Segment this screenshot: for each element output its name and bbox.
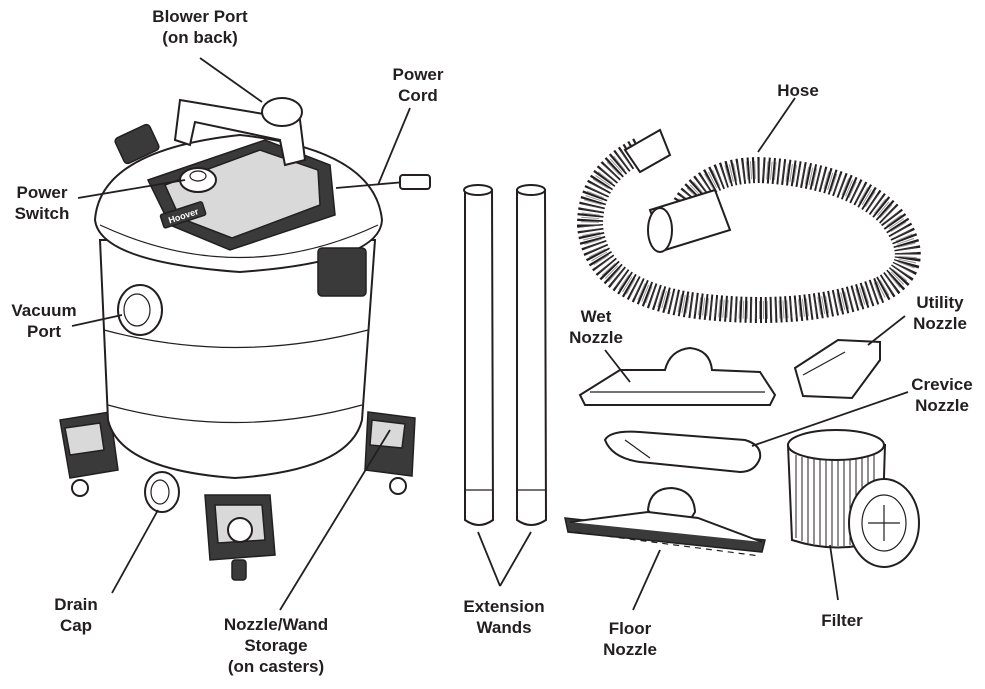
crevice-nozzle [603, 430, 762, 474]
wet-nozzle [578, 346, 777, 406]
filter [786, 429, 920, 568]
label-extension-wands-line2: Wands [476, 618, 532, 637]
label-floor-nozzle: Floor Nozzle [590, 618, 670, 660]
leader-lines [71, 57, 909, 611]
label-wet-nozzle-line2: Nozzle [569, 328, 623, 347]
label-blower-port: Blower Port (on back) [136, 6, 264, 48]
label-power-switch-line1: Power [16, 183, 68, 202]
label-vacuum-port-line2: Port [27, 322, 61, 341]
label-nozzle-storage-line1: Nozzle/Wand [223, 615, 329, 634]
blower-port [261, 97, 303, 127]
label-power-switch: Power Switch [2, 182, 82, 224]
label-vacuum-port-line1: Vacuum [11, 301, 77, 320]
label-drain-cap: Drain Cap [36, 594, 116, 636]
label-nozzle-storage-line3: (on casters) [227, 657, 325, 676]
label-hose-line1: Hose [777, 81, 819, 100]
tank [98, 239, 377, 480]
label-blower-port-line1: Blower Port [152, 7, 248, 26]
label-blower-port-line2: (on back) [162, 28, 238, 47]
label-extension-wands: Extension Wands [448, 596, 560, 638]
label-power-cord-line1: Power [392, 65, 444, 84]
label-wet-nozzle: Wet Nozzle [556, 306, 636, 348]
label-filter-line1: Filter [821, 611, 863, 630]
label-floor-nozzle-line1: Floor [608, 619, 652, 638]
shop-vac: Hoover [59, 97, 431, 581]
label-wet-nozzle-line1: Wet [580, 307, 612, 326]
label-extension-wands-line1: Extension [463, 597, 545, 616]
label-utility-nozzle: Utility Nozzle [898, 292, 982, 334]
latch-right [317, 247, 367, 297]
label-power-cord-line2: Cord [398, 86, 438, 105]
label-floor-nozzle-line2: Nozzle [603, 640, 657, 659]
label-hose: Hose [762, 80, 834, 101]
utility-nozzle [793, 338, 881, 400]
label-drain-cap-line2: Cap [59, 616, 93, 635]
power-cord-plug [399, 174, 431, 190]
drain-cap [144, 471, 180, 513]
label-vacuum-port: Vacuum Port [2, 300, 86, 342]
hose-cuff-top [623, 128, 672, 174]
label-crevice-nozzle: Crevice Nozzle [900, 374, 984, 416]
label-utility-nozzle-line2: Nozzle [913, 314, 967, 333]
label-crevice-nozzle-line2: Nozzle [915, 396, 969, 415]
extension-wands [463, 184, 548, 526]
label-nozzle-storage: Nozzle/Wand Storage (on casters) [206, 614, 346, 677]
label-crevice-nozzle-line1: Crevice [911, 375, 973, 394]
label-power-switch-line2: Switch [14, 204, 70, 223]
latch-left [114, 123, 160, 165]
floor-nozzle [564, 486, 766, 557]
label-drain-cap-line1: Drain [54, 595, 98, 614]
hose [576, 128, 921, 323]
label-power-cord: Power Cord [378, 64, 458, 106]
label-filter: Filter [806, 610, 878, 631]
label-utility-nozzle-line1: Utility [916, 293, 964, 312]
label-nozzle-storage-line2: Storage [244, 636, 308, 655]
